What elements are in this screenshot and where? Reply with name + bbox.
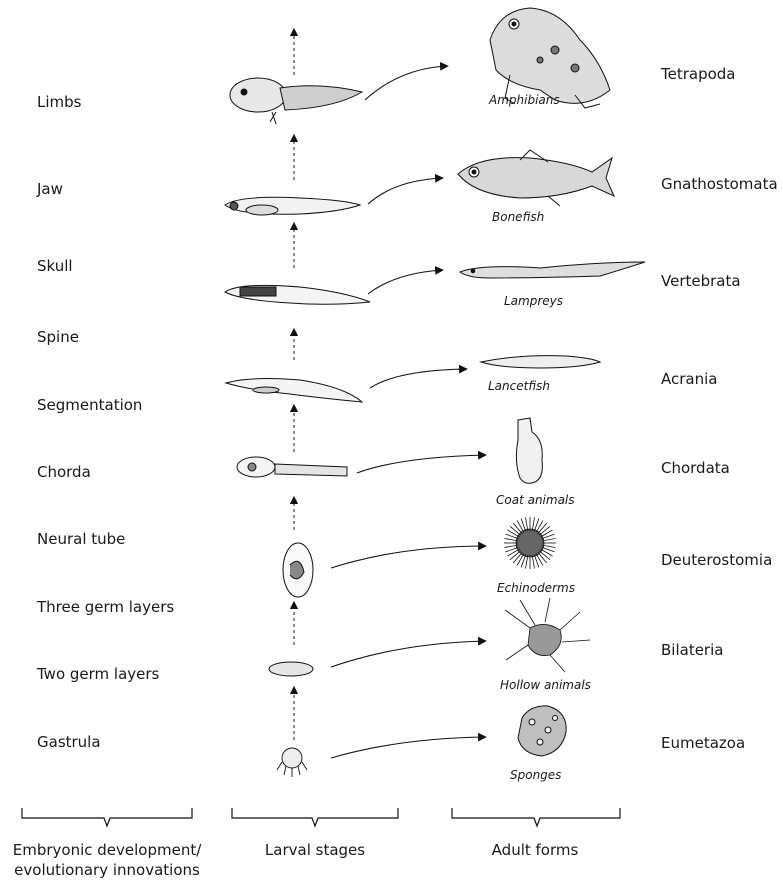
urchin-spine	[538, 552, 547, 563]
footer-embryonic-line1: Embryonic development/	[2, 840, 212, 860]
footer-larval-stages: Larval stages	[230, 840, 400, 860]
urchin-spine	[517, 520, 524, 532]
footer-embryonic-line2: evolutionary innovations	[2, 860, 212, 880]
sea-urchin-icon	[504, 517, 556, 569]
larva-echinoderm	[283, 543, 313, 597]
footer-embryonic: Embryonic development/ evolutionary inno…	[2, 840, 212, 880]
urchin-spine	[510, 526, 521, 535]
urchin-spine	[539, 526, 550, 535]
urchin-spine	[534, 554, 539, 567]
larva-tunicate	[237, 457, 347, 477]
caption-hollow-animals: Hollow animals	[500, 678, 591, 692]
sponge-icon	[518, 706, 566, 756]
larva-gastrula	[277, 748, 307, 777]
urchin-spine	[538, 523, 547, 534]
urchin-spine	[536, 520, 543, 532]
larva-lancelet	[226, 379, 362, 402]
urchin-spine	[521, 554, 526, 567]
lancelet-icon	[481, 356, 600, 368]
urchin-spine	[506, 534, 519, 539]
urchin-spine	[541, 547, 554, 552]
urchin-spine	[510, 551, 521, 560]
urchin-spine	[507, 530, 519, 537]
urchin-spine	[541, 534, 554, 539]
urchin-spine	[539, 551, 550, 560]
tunicate-icon	[516, 418, 542, 483]
urchin-spine	[513, 552, 522, 563]
caption-bonefish: Bonefish	[492, 210, 544, 224]
caption-amphibians: Amphibians	[489, 93, 560, 107]
urchin-spine	[507, 549, 519, 556]
urchin-spine	[513, 523, 522, 534]
urchin-spine	[536, 553, 543, 565]
caption-coat-animals: Coat animals	[496, 493, 575, 507]
urchin-spine	[540, 530, 552, 537]
larva-fish	[225, 197, 360, 215]
footer-adult-forms: Adult forms	[450, 840, 620, 860]
urchin-spine	[517, 553, 524, 565]
caption-sponges: Sponges	[510, 768, 561, 782]
urchin-spine	[534, 519, 539, 532]
lamprey-icon	[460, 262, 645, 278]
hydrozoan-icon	[505, 598, 590, 672]
larva-lamprey	[225, 285, 370, 304]
urchin-spine	[540, 549, 552, 556]
caption-lampreys: Lampreys	[504, 294, 563, 308]
fish-icon	[458, 150, 614, 206]
caption-lancetfish: Lancetfish	[488, 379, 550, 393]
urchin-spine	[506, 547, 519, 552]
footer-braces	[22, 808, 620, 826]
larva-planula	[269, 662, 313, 676]
caption-echinoderms: Echinoderms	[497, 581, 575, 595]
urchin-spine	[521, 519, 526, 532]
larva-tadpole	[230, 78, 362, 124]
